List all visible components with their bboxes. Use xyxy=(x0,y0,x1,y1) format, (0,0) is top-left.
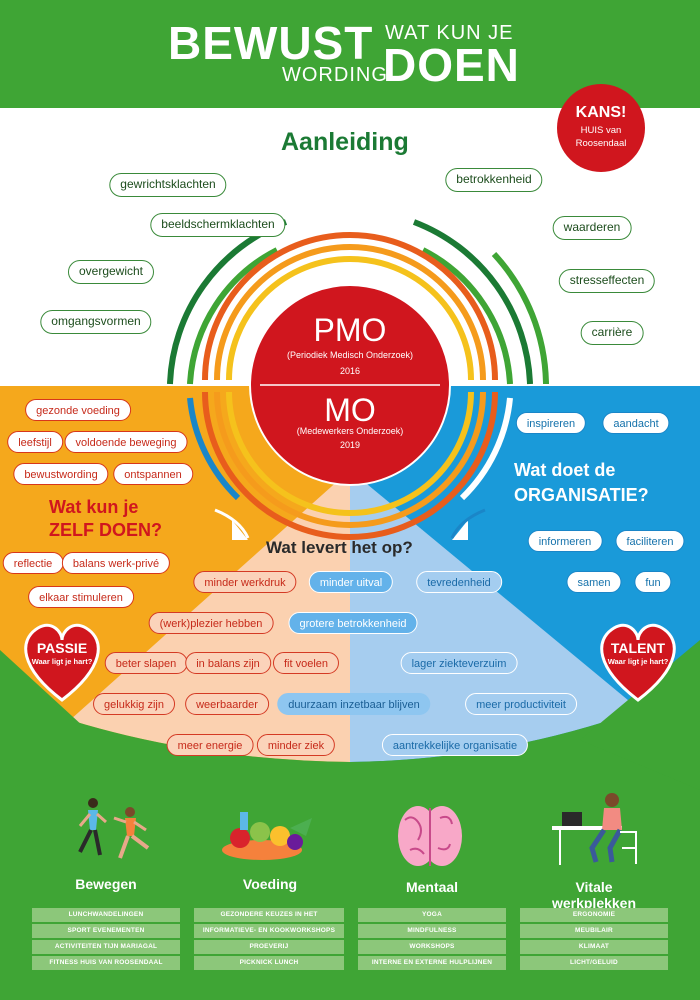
pill-in-balans-zijn: in balans zijn xyxy=(185,652,271,674)
pill-reflectie: reflectie xyxy=(2,552,64,574)
mo-subtitle: (Medewerkers Onderzoek) xyxy=(296,426,404,436)
category-voeding-title: Voeding xyxy=(242,876,298,892)
result-title: Wat levert het op? xyxy=(266,538,413,557)
pill-gelukkig-zijn: gelukkig zijn xyxy=(93,693,175,715)
category-vitale-werkplekken-title: Vitale werkplekken xyxy=(551,879,637,911)
list-item: FITNESS HUIS VAN ROOSENDAAL xyxy=(32,956,180,970)
list-item: MEUBILAIR xyxy=(520,924,668,938)
pill-fun: fun xyxy=(634,571,672,593)
pill-stresseffecten: stresseffecten xyxy=(558,269,656,293)
pill-carriere: carrière xyxy=(580,321,644,345)
pill-gewrichtsklachten: gewrichtsklachten xyxy=(109,173,227,197)
passie-subtitle: Waar ligt je hart? xyxy=(31,657,93,666)
list-item: ERGONOMIE xyxy=(520,908,668,922)
list-item: ACTIVITEITEN TIJN MARIAGAL xyxy=(32,940,180,954)
list-item: LUNCHWANDELINGEN xyxy=(32,908,180,922)
list-item: GEZONDERE KEUZES IN HET EETWERKCAFÉ xyxy=(194,908,344,932)
pill-overgewicht: overgewicht xyxy=(67,260,155,284)
pmo-subtitle: (Periodiek Medisch Onderzoek) xyxy=(286,350,414,360)
pmo-year: 2016 xyxy=(339,366,361,376)
zelf-title-1: Wat kun je xyxy=(49,497,139,517)
list-item: INFORMATIEVE- EN KOOKWORKSHOPS xyxy=(194,924,344,938)
pill-beeldschermklachten: beeldschermklachten xyxy=(150,213,286,237)
list-item: INTERNE EN EXTERNE HULPLIJNEN xyxy=(358,956,506,970)
list-item: MINDFULNESS xyxy=(358,924,506,938)
list-item: KLIMAAT xyxy=(520,940,668,954)
pill-leefstijl: leefstijl xyxy=(7,431,63,453)
category-bewegen-title: Bewegen xyxy=(75,876,137,892)
category-mentaal-title: Mentaal xyxy=(405,879,459,895)
aanleiding-title: Aanleiding xyxy=(281,128,409,156)
pill-waarderen: waarderen xyxy=(552,216,632,240)
list-item: PICKNICK LUNCH xyxy=(194,956,344,970)
pill-duurzaam-inzetbaar: duurzaam inzetbaar blijven xyxy=(277,693,431,715)
list-item: LICHT/GELUID xyxy=(520,956,668,970)
pill-balans-werk-prive: balans werk-privé xyxy=(61,552,171,574)
kans-title: KANS! xyxy=(575,104,627,121)
passie-title: PASSIE xyxy=(36,640,88,656)
brain-icon xyxy=(398,806,462,866)
pill-gezonde-voeding: gezonde voeding xyxy=(25,399,131,421)
pill-aandacht: aandacht xyxy=(602,412,670,434)
pill-bewustwording: bewustwording xyxy=(13,463,109,485)
pill-lager-ziekteverzuim: lager ziekteverzuim xyxy=(400,652,518,674)
pill-ontspannen: ontspannen xyxy=(113,463,193,485)
pill-elkaar-stimuleren: elkaar stimuleren xyxy=(28,586,134,608)
title-wat-kun-je: WAT KUN JE xyxy=(385,22,514,44)
kans-line2: Roosendaal xyxy=(575,138,627,149)
food-bowl-icon xyxy=(222,812,312,860)
mo-year: 2019 xyxy=(339,440,361,450)
title-wording: WORDING xyxy=(282,64,388,86)
pill-faciliteren: faciliteren xyxy=(615,530,685,552)
pill-tevredenheid: tevredenheid xyxy=(416,571,502,593)
pill-weerbaarder: weerbaarder xyxy=(185,693,269,715)
title-bewust: BEWUST xyxy=(168,17,374,69)
pill-grotere-betrokkenheid: grotere betrokkenheid xyxy=(288,612,418,634)
mo-title: MO xyxy=(324,392,376,428)
zelf-title-2: ZELF DOEN? xyxy=(49,520,162,540)
pill-samen: samen xyxy=(566,571,622,593)
org-title-2: ORGANISATIE? xyxy=(514,485,649,505)
pill-aantrekkelijke-organisatie: aantrekkelijke organisatie xyxy=(381,734,529,756)
kans-line1: HUIS van xyxy=(580,125,622,136)
pill-informeren: informeren xyxy=(527,530,603,552)
pill-minder-uitval: minder uitval xyxy=(308,571,394,593)
pill-beter-slapen: beter slapen xyxy=(104,652,188,674)
list-item: WORKSHOPS xyxy=(358,940,506,954)
title-doen: DOEN xyxy=(383,39,520,91)
list-item: YOGA xyxy=(358,908,506,922)
pill-werkplezier: (werk)plezier hebben xyxy=(148,612,274,634)
org-title-1: Wat doet de xyxy=(514,460,616,480)
pill-minder-ziek: minder ziek xyxy=(256,734,336,756)
pill-betrokkenheid: betrokkenheid xyxy=(445,168,543,192)
list-item: PROEVERIJ xyxy=(194,940,344,954)
pmo-title: PMO xyxy=(313,312,387,348)
pill-omgangsvormen: omgangsvormen xyxy=(40,310,152,334)
talent-subtitle: Waar ligt je hart? xyxy=(607,657,669,666)
talent-title: TALENT xyxy=(610,640,666,656)
pill-minder-werkdruk: minder werkdruk xyxy=(193,571,297,593)
pill-fit-voelen: fit voelen xyxy=(272,652,340,674)
pill-voldoende-beweging: voldoende beweging xyxy=(64,431,188,453)
runners-icon xyxy=(78,798,150,859)
pill-inspireren: inspireren xyxy=(515,412,587,434)
pill-meer-energie: meer energie xyxy=(166,734,254,756)
list-item: SPORT EVENEMENTEN xyxy=(32,924,180,938)
workplace-icon xyxy=(552,793,637,865)
pill-meer-productiviteit: meer productiviteit xyxy=(465,693,577,715)
